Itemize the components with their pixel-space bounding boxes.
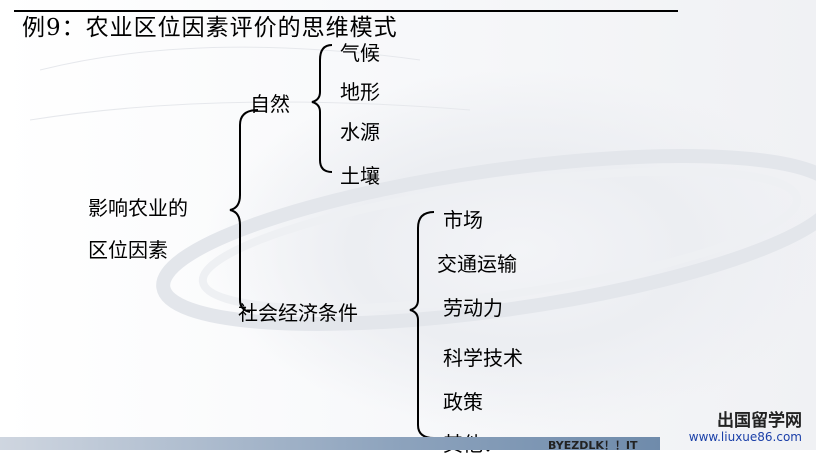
watermark: 出国留学网 www.liuxue86.com [689,412,802,444]
social-item-technology: 科学技术 [443,346,523,370]
natural-item-climate: 气候 [340,41,380,65]
watermark-logo-text: 出国留学网 [717,411,802,431]
social-label: 社会经济条件 [238,301,358,325]
social-item-market: 市场 [443,208,483,232]
social-item-transport: 交通运输 [437,252,517,276]
root-brace [229,109,259,313]
stray-text: BYEZDLK！！IT [548,439,638,452]
social-item-labor: 劳动力 [443,296,503,320]
root-label-line-2: 区位因素 [88,238,168,262]
social-brace [409,211,435,439]
root-label-line-1: 影响农业的 [88,196,188,220]
natural-brace [311,44,333,173]
title-rule [14,10,678,12]
natural-item-water: 水源 [340,120,380,144]
watermark-url: www.liuxue86.com [688,430,802,444]
page-title: 例9：农业区位因素评价的思维模式 [22,15,398,41]
natural-label: 自然 [250,92,290,116]
social-item-policy: 政策 [443,390,483,414]
footer-band [0,437,660,450]
natural-item-soil: 土壤 [340,164,380,188]
natural-item-terrain: 地形 [340,80,380,104]
